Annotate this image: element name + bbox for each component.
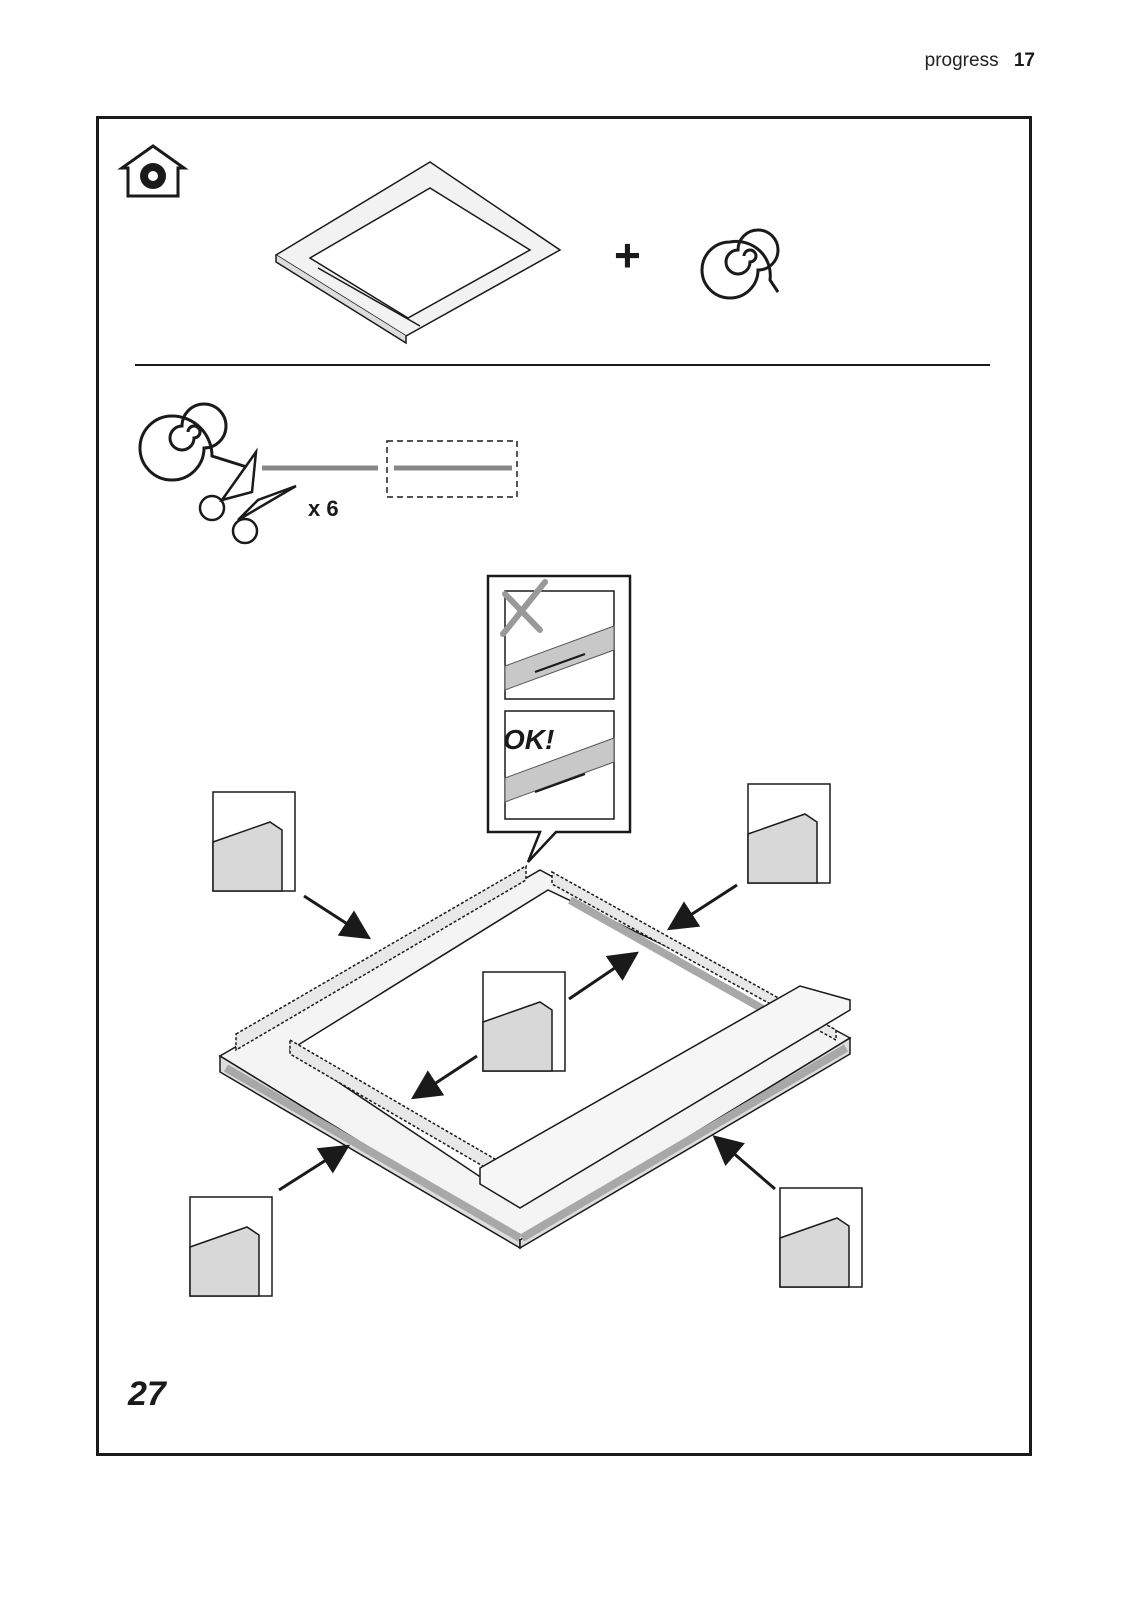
house-fan-icon: [122, 146, 184, 196]
plus-sign: +: [614, 232, 641, 278]
oven-frame-part: [276, 162, 560, 343]
ok-label: OK!: [503, 724, 554, 756]
spiral-tape-icon: [702, 230, 778, 298]
tape-roll-icon: [140, 404, 250, 480]
step-number: 27: [128, 1375, 166, 1414]
detail-callout: [488, 576, 630, 862]
cut-multiplier: x 6: [308, 496, 339, 522]
